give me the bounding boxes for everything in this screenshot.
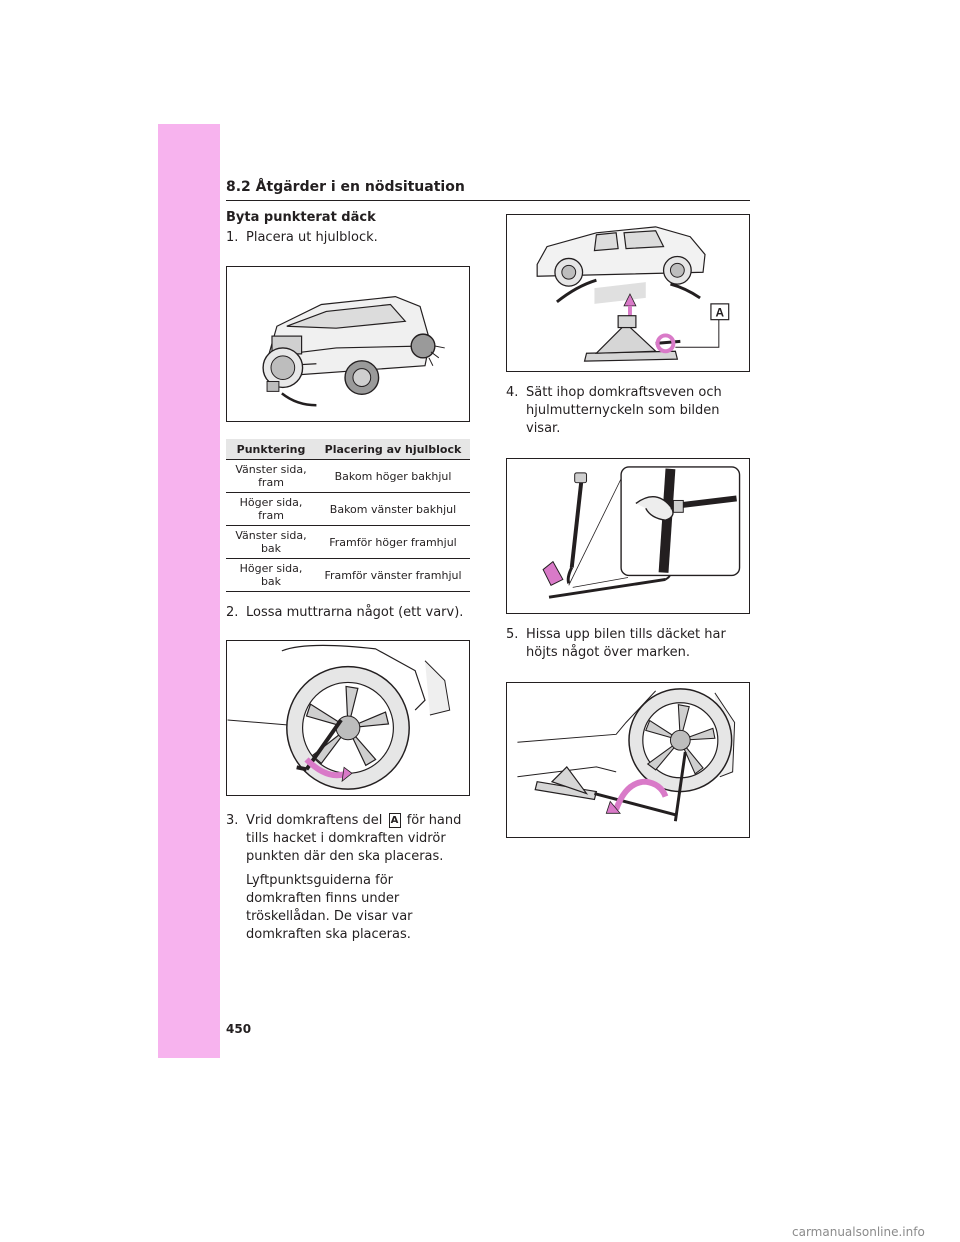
- table-row: Vänster sida, fram Bakom höger bakhjul: [226, 459, 470, 493]
- table-cell: Bakom vänster bakhjul: [316, 492, 470, 526]
- section-header: 8.2 Åtgärder i en nödsituation: [226, 178, 750, 201]
- table-cell: Höger sida, bak: [226, 558, 316, 592]
- raise-vehicle-illustration: [517, 688, 736, 822]
- step-number: 3.: [226, 813, 239, 828]
- step-text: Lossa muttrarna något (ett varv).: [246, 605, 464, 620]
- jack-handle-illustration: [542, 466, 741, 599]
- step-number: 2.: [226, 605, 239, 620]
- table-cell: Höger sida, fram: [226, 492, 316, 526]
- wheel-wrench-illustration: [227, 644, 451, 790]
- step-1: 1. Placera ut hjulblock.: [226, 229, 471, 247]
- table-row: Höger sida, fram Bakom vänster bakhjul: [226, 492, 470, 526]
- step-text: Placera ut hjulblock.: [246, 230, 378, 245]
- part-a-callout: A: [716, 306, 725, 320]
- step-number: 4.: [506, 385, 519, 400]
- step-number: 1.: [226, 230, 239, 245]
- step-text: Sätt ihop domkraftsveven och hjulmuttern…: [526, 385, 722, 436]
- watermark-text: carmanualsonline.info: [792, 1225, 925, 1239]
- table-cell: Bakom höger bakhjul: [316, 459, 470, 493]
- step-text-before: Vrid domkraftens del: [246, 813, 383, 828]
- step-3: 3. Vrid domkraftens del A för hand tills…: [226, 812, 471, 866]
- step-5: 5. Hissa upp bilen tills däcket har höjt…: [506, 626, 751, 662]
- left-column: Byta punkterat däck 1. Placera ut hjulbl…: [226, 210, 471, 944]
- table-cell: Vänster sida, fram: [226, 459, 316, 493]
- step-4: 4. Sätt ihop domkraftsveven och hjulmutt…: [506, 384, 751, 438]
- figure-loosen-nuts: [226, 640, 470, 796]
- figure-jack-placement: A: [506, 214, 750, 372]
- section-title: 8.2 Åtgärder i en nödsituation: [226, 179, 465, 195]
- chapter-sidebar: [158, 124, 220, 1058]
- part-a-label: A: [388, 813, 401, 828]
- figure-raise-vehicle: [506, 682, 750, 838]
- table-header-cell: Placering av hjulblock: [316, 439, 470, 460]
- section-heading: Byta punkterat däck: [226, 210, 376, 225]
- step-2: 2. Lossa muttrarna något (ett varv).: [226, 604, 471, 622]
- rotation-arrow: [304, 757, 345, 779]
- table-header-cell: Punktering: [226, 439, 316, 460]
- step-text: Hissa upp bilen tills däcket har höjts n…: [526, 627, 726, 660]
- crank-rotation-arrow: [613, 778, 669, 811]
- suv-wheel-chock-illustration: [262, 296, 445, 407]
- step-number: 5.: [506, 627, 519, 642]
- table-header-row: Punktering Placering av hjulblock: [226, 439, 470, 460]
- wheel-chock-table: Punktering Placering av hjulblock Vänste…: [226, 439, 470, 592]
- figure-wheel-chock: [226, 266, 470, 422]
- table-row: Vänster sida, bak Framför höger framhjul: [226, 525, 470, 559]
- figure-assemble-handle: [506, 458, 750, 614]
- page-number: 450: [226, 1022, 252, 1036]
- jack-placement-illustration: A: [536, 226, 730, 362]
- table-cell: Framför vänster framhjul: [316, 558, 470, 592]
- step-text-after: för hand tills hacket i domkraften vidrö…: [246, 813, 462, 864]
- table-row: Höger sida, bak Framför vänster framhjul: [226, 558, 470, 592]
- table-cell: Framför höger framhjul: [316, 525, 470, 559]
- table-cell: Vänster sida, bak: [226, 525, 316, 559]
- right-column: A 4. Sätt ihop domkraftsveven och hjulmu…: [506, 210, 751, 838]
- step-3-note: Lyftpunktsguiderna för domkraften finns …: [246, 873, 413, 942]
